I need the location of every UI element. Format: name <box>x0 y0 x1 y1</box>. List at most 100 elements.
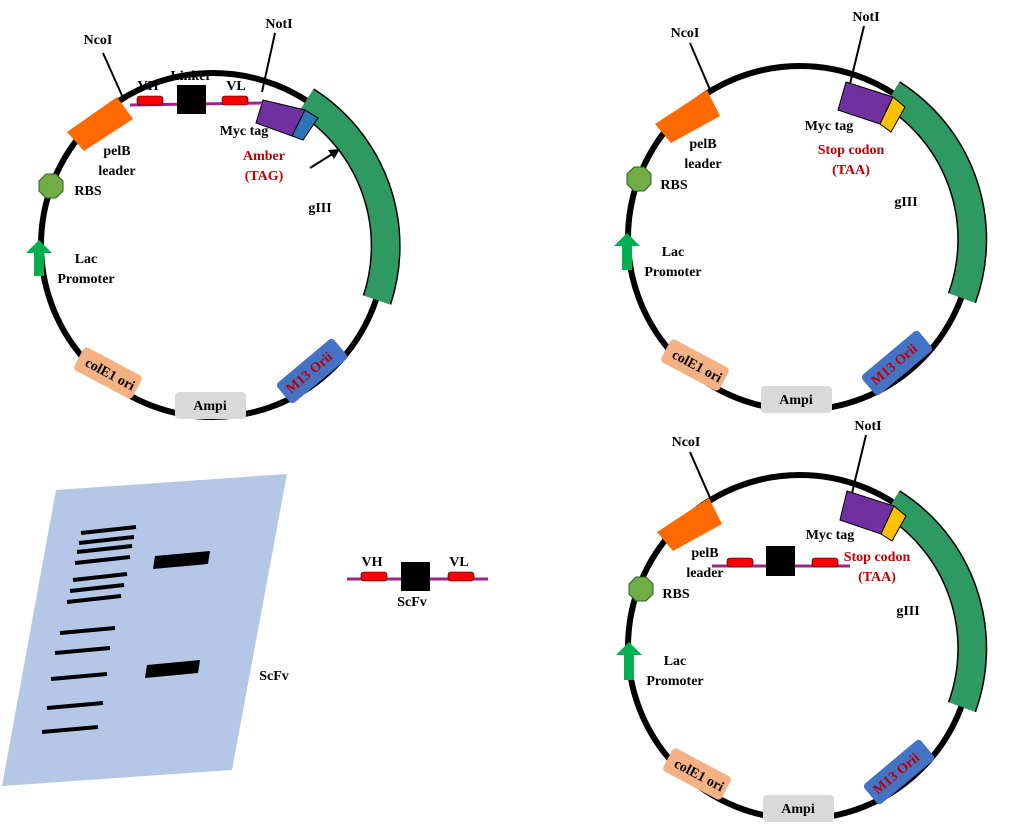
plasmid-3-myc-label: Myc tag <box>806 528 855 543</box>
plasmid-1-cole1-box <box>74 347 142 399</box>
plasmid-3-noti-label: NotI <box>854 419 881 434</box>
gel-scfv-label: ScFv <box>259 669 289 684</box>
plasmid-2-ncoi-label: NcoI <box>671 26 700 41</box>
plasmid-3-stop-label: Stop codon <box>844 550 911 565</box>
gel: ScFv <box>2 474 289 786</box>
plasmid-3-pelb-segment <box>657 498 722 551</box>
plasmid-3-stop-codon-label: (TAA) <box>858 570 896 585</box>
plasmid-1-noti-label: NotI <box>265 17 292 32</box>
plasmid-2-stop-label: Stop codon <box>818 143 885 158</box>
plasmid-1-linker-label: Linker <box>170 69 211 84</box>
scfv-fragment: VH VL ScFv <box>347 555 488 610</box>
plasmid-2-giii-label: gIII <box>894 195 917 210</box>
plasmid-1-vl-domain <box>221 95 249 106</box>
plasmid-2-ampi-box <box>761 386 832 413</box>
plasmid-3-cole1-box <box>663 748 731 800</box>
ladder-band <box>59 626 116 635</box>
gel-background <box>2 474 287 786</box>
ladder-band <box>72 572 128 582</box>
plasmid-3-vl-domain <box>811 557 839 568</box>
plasmid-2-m13-box <box>861 330 933 396</box>
scfv-vh-domain <box>360 571 388 582</box>
plasmid-1-rbs-label: RBS <box>74 184 101 199</box>
plasmid-3-giii-label: gIII <box>896 604 919 619</box>
ladder-band <box>74 555 131 565</box>
ladder-band <box>46 701 104 710</box>
plasmid-3-ncoi-line <box>689 451 712 501</box>
plasmid-1-amber-segment <box>291 109 319 141</box>
plasmid-2-leader-label: leader <box>684 157 721 172</box>
ladder-band <box>69 583 125 593</box>
ladder-band <box>76 544 133 554</box>
plasmid-1-amber-codon-label: (TAG) <box>245 169 284 184</box>
plasmid-2-pelb-label: pelB <box>689 137 716 152</box>
plasmid-1-ncoi-label: NcoI <box>84 33 113 48</box>
plasmid-2-myc-label: Myc tag <box>805 119 854 134</box>
plasmid-1-leader-label: leader <box>98 164 135 179</box>
plasmid-3-rbs-octagon <box>628 576 654 602</box>
plasmid-2-ncoi-line <box>689 42 712 93</box>
ladder-band <box>54 646 111 655</box>
plasmid-2-noti-label: NotI <box>852 10 879 25</box>
plasmid-2-pelb-segment <box>655 90 720 143</box>
plasmid-3-vh-domain <box>726 557 754 568</box>
plasmid-3-promoter-label: Promoter <box>646 674 703 689</box>
plasmid-3-giii-segment <box>884 491 986 712</box>
plasmid-1-amber-arrow-icon <box>328 149 340 159</box>
plasmid-1-lac-label: Lac <box>75 252 98 267</box>
plasmid-1-amber-label: Amber <box>243 149 285 164</box>
plasmid-1-ncoi-line <box>102 52 125 101</box>
plasmid-2-rbs-octagon <box>626 166 652 192</box>
ladder-band <box>41 725 99 734</box>
plasmid-1-promoter-arrow-icon <box>26 240 52 276</box>
plasmid-3-linker-box <box>766 546 795 576</box>
plasmid-1-promoter-label: Promoter <box>57 272 114 287</box>
gel-sample-band-upper <box>153 551 210 569</box>
plasmid-1-noti-line <box>261 32 276 93</box>
plasmid-1-pelb-segment <box>67 97 133 151</box>
plasmid-1: colE1 ori Ampi M13 Orii NcoI NotI VH Lin… <box>26 17 401 420</box>
plasmid-2-stop-segment <box>879 96 906 133</box>
plasmid-3-ncoi-label: NcoI <box>672 435 701 450</box>
plasmid-1-pelb-label: pelB <box>103 144 130 159</box>
plasmid-3-ampi-box <box>763 795 834 822</box>
plasmid-1-amber-arrow-line <box>309 152 335 169</box>
plasmid-1-vl-label: VL <box>226 79 245 94</box>
plasmid-2-lac-label: Lac <box>662 245 685 260</box>
scfv-linker-box <box>401 562 430 591</box>
plasmid-3-pelb-label: pelB <box>691 546 718 561</box>
plasmid-3-rbs-label: RBS <box>662 587 689 602</box>
scfv-vl-domain <box>447 571 475 582</box>
plasmid-2-promoter-arrow-icon <box>614 233 640 270</box>
plasmid-1-giii-segment <box>298 89 400 305</box>
plasmid-1-rbs-octagon <box>38 173 64 199</box>
plasmid-1-vh-domain <box>136 95 164 106</box>
plasmid-1-myc-label: Myc tag <box>220 124 269 139</box>
plasmid-2-giii-segment <box>884 82 986 303</box>
plasmid-2-cole1-box <box>661 339 729 391</box>
plasmid-3-noti-line <box>851 434 867 494</box>
plasmid-1-giii-label: gIII <box>308 201 331 216</box>
plasmid-3-leader-label: leader <box>686 566 723 581</box>
plasmid-1-linker-box <box>177 85 206 114</box>
plasmid-3-lac-label: Lac <box>664 654 687 669</box>
plasmid-3-ampi-label: Ampi <box>781 802 815 817</box>
plasmid-3-stop-segment <box>880 505 907 542</box>
ladder-band <box>78 535 135 545</box>
gel-sample-band-scfv <box>145 660 200 678</box>
plasmid-1-m13-box <box>276 338 348 404</box>
plasmid-1-vh-label: VH <box>138 79 159 94</box>
scfv-vh-label: VH <box>362 555 383 570</box>
ladder-band <box>66 594 122 604</box>
plasmid-2-rbs-label: RBS <box>660 178 687 193</box>
plasmid-3-promoter-arrow-icon <box>616 642 642 680</box>
scfv-vl-label: VL <box>449 555 468 570</box>
plasmid-3-m13-box <box>863 739 935 805</box>
ladder-band <box>80 525 137 535</box>
plasmid-2-ampi-label: Ampi <box>779 393 813 408</box>
ladder-band <box>50 672 108 681</box>
plasmid-2-promoter-label: Promoter <box>644 265 701 280</box>
gel-ladder <box>41 525 137 734</box>
plasmid-2-noti-line <box>849 25 865 85</box>
